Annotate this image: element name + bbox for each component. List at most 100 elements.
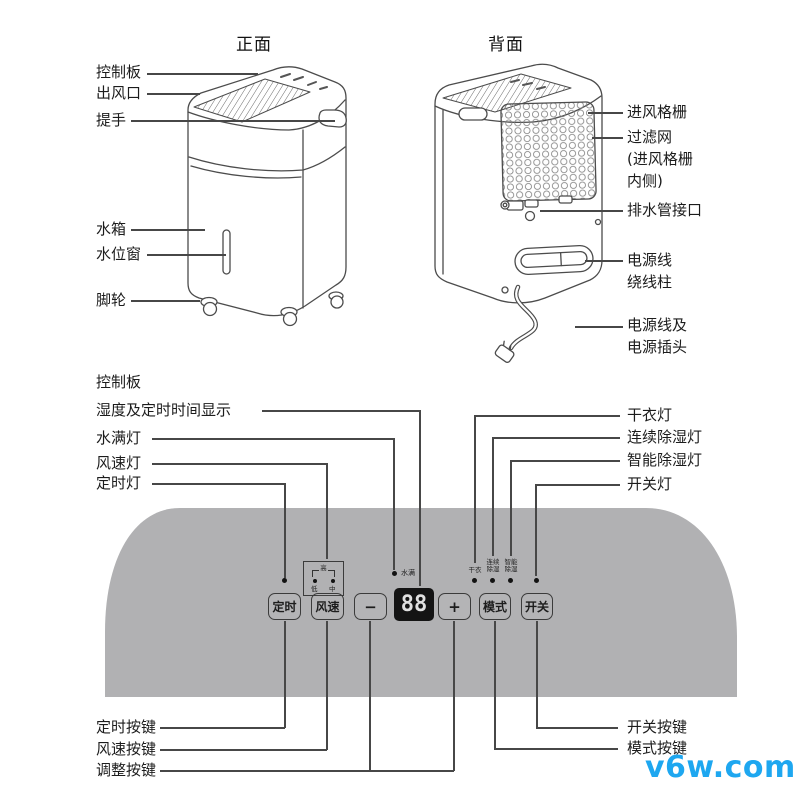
label-continuous-light: 连续除湿灯	[627, 428, 703, 446]
smart-l1: 智能	[504, 558, 518, 566]
screw-hole	[501, 286, 509, 294]
leader-line	[585, 260, 623, 262]
grille-tab	[524, 199, 539, 208]
label-water-level-window: 水位窗	[96, 245, 142, 263]
leader-line	[393, 438, 395, 570]
dry-led	[472, 578, 477, 583]
leader-line	[536, 621, 538, 728]
fan-low-led	[313, 579, 317, 583]
label-cord-plug: 电源线及	[627, 316, 688, 334]
screw-hole	[594, 218, 602, 226]
back-device-drawing	[434, 63, 603, 363]
leader-line	[326, 463, 328, 559]
water-tank-seam	[188, 146, 346, 179]
leader-line	[510, 460, 512, 556]
leader-line	[160, 749, 327, 751]
timer-led	[282, 578, 287, 583]
label-timer-light: 定时灯	[96, 474, 142, 492]
back-printed-icons	[510, 79, 546, 90]
leader-line	[494, 748, 618, 750]
water-full-label: 水满	[401, 569, 415, 577]
power-cord-inner	[509, 285, 537, 350]
air-outlet-hatch	[193, 78, 311, 123]
label-dry-light: 干衣灯	[627, 406, 673, 424]
inlet-grille-shape	[500, 101, 597, 202]
leader-line	[536, 727, 618, 729]
leader-line	[147, 73, 258, 75]
leader-line	[419, 410, 421, 586]
mode-button[interactable]: 模式	[479, 593, 511, 620]
leader-line	[540, 210, 623, 212]
leader-line	[131, 300, 200, 302]
label-caster: 脚轮	[96, 291, 127, 309]
fan-mid-label: 中	[329, 585, 336, 593]
leader-line	[147, 93, 200, 95]
label-air-outlet: 出风口	[96, 84, 142, 102]
leader-line	[131, 229, 205, 231]
leader-line	[592, 137, 623, 139]
label-power-button: 开关按键	[627, 718, 688, 736]
label-drain-port: 排水管接口	[627, 201, 703, 219]
label-mode-button: 模式按键	[627, 739, 688, 757]
leader-line	[262, 410, 420, 412]
leader-line	[152, 438, 395, 440]
back-handle-cutout	[458, 107, 488, 121]
leader-line	[474, 415, 476, 563]
leader-line	[535, 484, 620, 486]
label-display-callout: 湿度及定时时间显示	[96, 401, 232, 419]
label-filter-3: 内侧)	[627, 172, 663, 190]
plus-button[interactable]: +	[438, 593, 471, 620]
label-filter: 过滤网	[627, 128, 673, 146]
timer-button[interactable]: 定时	[268, 593, 301, 620]
water-full-led	[392, 571, 397, 576]
smart-mode-label: 智能 除湿	[503, 559, 519, 573]
caster-shapes	[200, 291, 344, 327]
water-level-window-shape	[222, 229, 231, 275]
fan-high-label: 高	[320, 564, 327, 572]
cord-winder-shape	[514, 244, 594, 276]
bracket-left	[312, 570, 319, 577]
continuous-mode-label: 连续 除湿	[485, 559, 501, 573]
watermark: v6w.com	[645, 750, 796, 785]
drain-port-shape	[500, 200, 536, 222]
continuous-l2: 除湿	[486, 565, 500, 573]
label-adjust-button: 调整按键	[96, 761, 157, 779]
power-plug-shape	[494, 340, 515, 363]
leader-line	[492, 437, 620, 439]
smart-l2: 除湿	[504, 565, 518, 573]
leader-line	[131, 120, 335, 122]
label-control-board: 控制板	[96, 63, 142, 81]
back-view-title: 背面	[488, 35, 524, 55]
label-fan-button: 风速按键	[96, 740, 157, 758]
grille-tab	[558, 195, 573, 204]
power-button[interactable]: 开关	[521, 593, 553, 620]
smart-led	[508, 578, 513, 583]
fan-speed-button[interactable]: 风速	[311, 593, 344, 620]
leader-line	[284, 483, 286, 578]
leader-line	[494, 621, 496, 749]
panel-section-title: 控制板	[96, 373, 142, 391]
label-cord-plug-2: 电源插头	[627, 338, 688, 356]
front-view-title: 正面	[236, 35, 272, 55]
leader-line	[160, 727, 285, 729]
leader-line	[535, 484, 537, 576]
label-water-full-light: 水满灯	[96, 429, 142, 447]
leader-line	[474, 415, 620, 417]
digital-display: 88	[394, 588, 434, 621]
label-timer-button: 定时按键	[96, 718, 157, 736]
front-device-drawing	[187, 66, 347, 327]
label-water-tank: 水箱	[96, 220, 127, 238]
label-inlet-grille: 进风格栅	[627, 103, 688, 121]
fan-mid-led	[331, 579, 335, 583]
fan-low-label: 低	[311, 585, 318, 593]
continuous-l1: 连续	[486, 558, 500, 566]
label-fan-speed-light: 风速灯	[96, 454, 142, 472]
minus-button[interactable]: −	[354, 593, 387, 620]
bracket-right	[328, 570, 335, 577]
top-printed-icons	[280, 73, 328, 90]
label-handle: 提手	[96, 111, 127, 129]
leader-line	[510, 460, 620, 462]
handle-shape	[318, 109, 347, 128]
label-filter-2: (进风格栅	[627, 150, 693, 168]
